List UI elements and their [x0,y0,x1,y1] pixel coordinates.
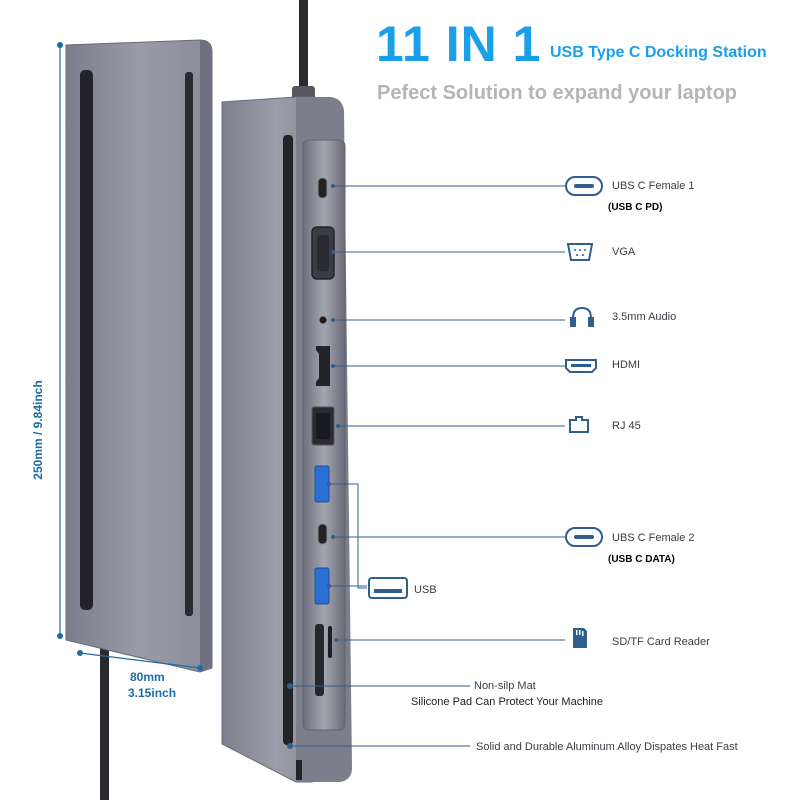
usb-a-port-2 [314,567,330,605]
port-note-usb-c-pd: (USB C PD) [608,202,663,213]
callout-dots [287,184,340,749]
width-dimension-line [77,650,203,671]
dock-underside-view [65,39,213,673]
usb-c-port-2 [317,523,328,545]
port-label-usb: USB [414,584,437,596]
usb-a-port-1 [314,465,330,503]
usb-c-port-1 [317,177,328,199]
vga-icon [566,243,594,261]
non-slip-mat-strip [185,72,193,616]
headline-product-type: USB Type C Docking Station [550,44,767,61]
feature-non-slip-mat: Non-silp Mat [474,680,536,692]
port-label-audio: 3.5mm Audio [612,311,677,323]
port-label-rj45: RJ 45 [612,420,641,432]
usb-a-icon [368,577,408,599]
usb-c-icon [565,176,603,196]
port-note-usb-c-data: (USB C DATA) [608,554,675,565]
port-label-vga: VGA [612,246,636,258]
tagline: Pefect Solution to expand your laptop [377,82,738,104]
length-dimension-label: 250mm / 9.84inch [31,380,45,480]
width-dimension-mm: 80mm [130,670,165,684]
length-dimension-line [57,42,63,639]
audio-port [318,315,328,325]
callout-lines [290,185,565,747]
port-label-card-reader: SD/TF Card Reader [612,636,710,648]
feature-silicone-pad: Silicone Pad Can Protect Your Machine [411,696,604,708]
port-label-hdmi: HDMI [612,359,641,371]
width-dimension-inch: 3.15inch [128,686,177,700]
usb-c-cable-front [292,0,315,100]
hdmi-port [316,346,330,386]
tf-card-slot [328,626,332,658]
usb-c-cable-back [100,640,109,800]
sd-card-slot [315,624,324,696]
headline-11-in-1: 11 IN 1 [376,16,542,72]
port-label-usb-c-1: UBS C Female 1 [612,180,695,192]
hdmi-icon [565,359,597,373]
dock-front-view [221,96,352,783]
ethernet-icon [569,416,589,433]
feature-aluminum-alloy: Solid and Durable Aluminum Alloy Dispate… [476,741,738,753]
sd-card-icon [573,628,587,648]
headphones-icon [570,306,594,327]
usb-c-icon [565,527,603,547]
port-label-usb-c-2: UBS C Female 2 [612,532,695,544]
non-slip-mat-strip [80,70,93,610]
